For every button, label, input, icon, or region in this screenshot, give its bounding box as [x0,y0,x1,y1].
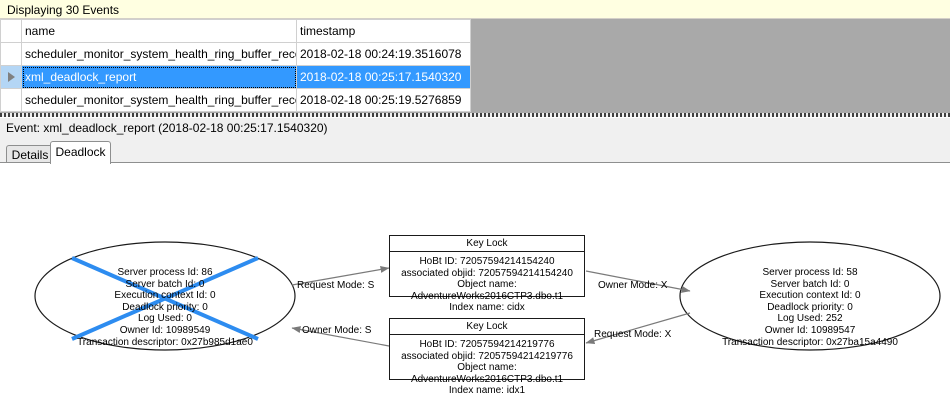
process-right-line-3: Deadlock priority: 0 [767,301,853,313]
current-row-arrow-icon [7,72,15,82]
process-right-ellipse [679,241,941,351]
table-header-row: name timestamp [0,19,471,43]
column-header-timestamp[interactable]: timestamp [296,19,471,43]
keylock-bottom-line-0: HoBt ID: 72057594214219776 [419,339,555,350]
row-handle-cell[interactable] [0,65,22,89]
events-grid-area: name timestamp scheduler_monitor_system_… [0,19,950,113]
deadlock-graph-canvas[interactable]: Server process Id: 86 Server batch Id: 0… [0,162,950,400]
edge-left-owner-label: Owner Mode: S [302,325,372,336]
keylock-bottom-node[interactable]: Key Lock HoBt ID: 72057594214219776 asso… [389,318,585,396]
process-left-line-5: Owner Id: 10989549 [119,324,211,336]
process-right-line-4: Log Used: 252 [777,313,843,325]
keylock-top-line-0: HoBt ID: 72057594214154240 [419,256,555,267]
cell-timestamp[interactable]: 2018-02-18 00:25:17.1540320 [296,65,471,89]
table-row[interactable]: scheduler_monitor_system_health_ring_buf… [0,42,471,66]
process-left-line-1: Server batch Id: 0 [125,278,205,290]
process-right-info: Server process Id: 58 Server batch Id: 0… [680,267,940,348]
keylock-bottom-line-2: Object name: AdventureWorks2016CTP3.dbo.… [410,362,564,385]
keylock-top-title: Key Lock [390,236,584,252]
keylock-top-body: HoBt ID: 72057594214154240 associated ob… [390,252,584,314]
horizontal-splitter[interactable] [0,113,950,118]
events-banner-label: Displaying 30 Events [7,3,120,17]
process-left-line-2: Execution context Id: 0 [114,290,216,302]
table-row[interactable]: scheduler_monitor_system_health_ring_buf… [0,88,471,112]
victim-cross-line-2 [71,256,259,341]
keylock-top-line-1: associated objid: 72057594214154240 [401,267,573,279]
events-banner: Displaying 30 Events [0,0,950,19]
keylock-bottom-title: Key Lock [390,319,584,335]
process-left-line-3: Deadlock priority: 0 [122,301,208,313]
cell-name[interactable]: xml_deadlock_report [21,65,297,89]
row-handle-cell[interactable] [0,42,22,66]
process-left-line-6: Transaction descriptor: 0x27b985d1ae0 [77,336,253,348]
edge-right-request-label: Request Mode: X [594,329,672,340]
process-left-line-4: Log Used: 0 [138,313,192,325]
process-right-line-5: Owner Id: 10989547 [764,324,856,336]
deadlock-graph-svg [34,241,941,351]
table-row-selected[interactable]: xml_deadlock_report 2018-02-18 00:25:17.… [0,65,471,89]
row-handle-cell[interactable] [0,88,22,112]
edge-left-request-line [291,266,390,286]
keylock-bottom-body: HoBt ID: 72057594214219776 associated ob… [390,335,584,397]
keylock-bottom-line-3: Index name: idx1 [448,385,526,397]
edge-right-owner-line [585,270,691,293]
process-left-line-0: Server process Id: 86 [117,267,213,278]
cell-timestamp[interactable]: 2018-02-18 00:25:19.5276859 [296,88,471,112]
keylock-top-line-3: Index name: cidx [449,302,525,314]
process-right-line-2: Execution context Id: 0 [759,290,861,302]
edge-left-owner-line [291,326,390,347]
column-header-name[interactable]: name [21,19,297,43]
detail-tabstrip: Details Deadlock [0,138,950,164]
process-right-line-6: Transaction descriptor: 0x27ba15a4490 [722,336,898,348]
cell-timestamp[interactable]: 2018-02-18 00:24:19.3516078 [296,42,471,66]
keylock-bottom-line-1: associated objid: 72057594214219776 [401,350,573,362]
edge-right-request-line [585,312,691,345]
process-left-info: Server process Id: 86 Server batch Id: 0… [35,267,295,348]
event-detail-header: Event: xml_deadlock_report (2018-02-18 0… [0,118,950,138]
cell-name[interactable]: scheduler_monitor_system_health_ring_buf… [21,42,297,66]
process-right-line-1: Server batch Id: 0 [770,278,850,290]
tab-details[interactable]: Details [6,145,54,164]
events-grid[interactable]: name timestamp scheduler_monitor_system_… [0,19,471,112]
tab-deadlock[interactable]: Deadlock [50,141,111,164]
edge-left-request-label: Request Mode: S [297,280,375,291]
edge-right-owner-label: Owner Mode: X [598,280,668,291]
cell-name[interactable]: scheduler_monitor_system_health_ring_buf… [21,88,297,112]
process-right-line-0: Server process Id: 58 [762,267,858,278]
event-detail-title: Event: xml_deadlock_report (2018-02-18 0… [6,121,328,135]
keylock-top-line-2: Object name: AdventureWorks2016CTP3.dbo.… [410,279,564,302]
keylock-top-node[interactable]: Key Lock HoBt ID: 72057594214154240 asso… [389,235,585,313]
column-header-handle[interactable] [0,19,22,43]
